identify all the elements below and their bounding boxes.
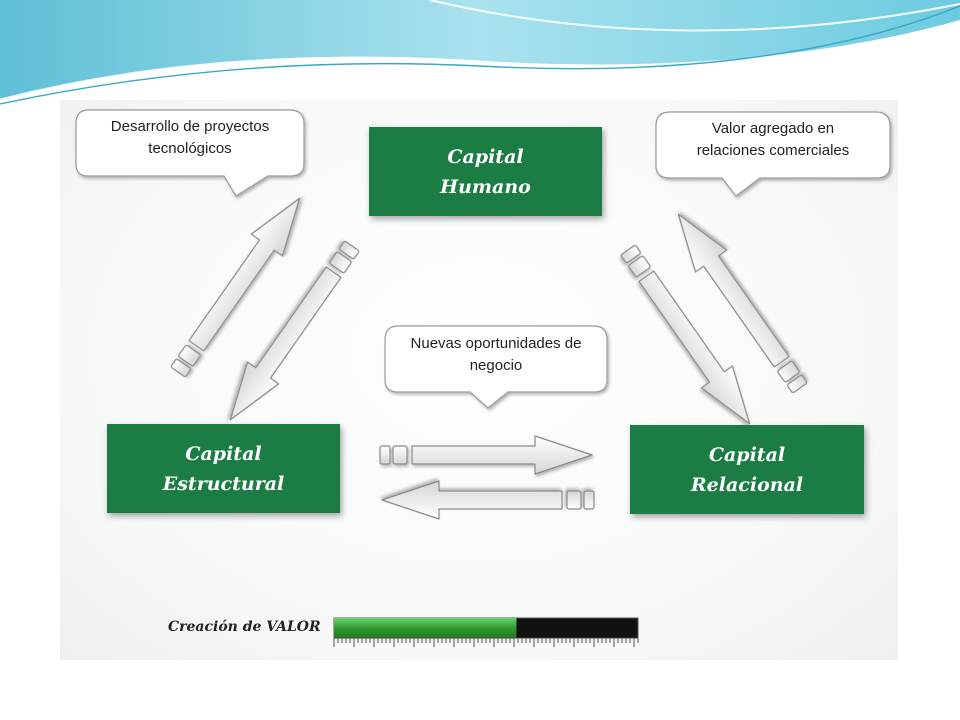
arrow-estructural-to-humano <box>161 186 316 384</box>
capital-relacional-line1: Capital <box>708 443 786 466</box>
capital-relacional-box: Capital Relacional <box>630 425 864 514</box>
bubble-middle-shape <box>384 325 608 409</box>
value-creation-bar <box>333 617 639 647</box>
bubble-middle-line1: Nuevas oportunidades de <box>410 335 582 352</box>
bubble-left-line2: tecnológicos <box>148 140 232 157</box>
bubble-left-line1: Desarrollo de proyectos <box>110 118 270 135</box>
bubble-middle-text: Nuevas oportunidades de negocio <box>388 333 604 377</box>
capital-relacional-line2: Relacional <box>690 473 804 496</box>
capital-estructural-line1: Capital <box>185 442 262 465</box>
arrow-humano-to-estructural <box>214 234 369 432</box>
arrow-relacional-to-humano <box>662 202 817 400</box>
capital-humano-line2: Humano <box>440 175 531 198</box>
value-creation-fill <box>334 618 517 638</box>
bubble-right-line1: Valor agregado en <box>711 120 835 137</box>
bubble-right-line2: relaciones comerciales <box>696 142 850 159</box>
arrow-humano-to-relacional <box>611 238 766 436</box>
bubble-left-shape <box>75 109 305 197</box>
bubble-middle-line2: negocio <box>469 357 523 374</box>
capital-estructural-box: Capital Estructural <box>107 424 340 513</box>
bubble-right-shape <box>655 111 891 197</box>
capital-estructural-line2: Estructural <box>162 472 285 495</box>
bubble-left-text: Desarrollo de proyectos tecnológicos <box>80 116 300 160</box>
bubble-right-text: Valor agregado en relaciones comerciales <box>660 118 886 162</box>
arrow-relacional-to-estructural <box>381 480 595 520</box>
capital-humano-line1: Capital <box>447 145 524 168</box>
value-creation-label: Creación de VALOR <box>168 619 321 635</box>
capital-humano-box: Capital Humano <box>369 127 602 216</box>
arrow-estructural-to-relacional <box>379 435 593 475</box>
header-wave <box>0 0 960 105</box>
value-creation-ticks <box>333 638 639 647</box>
